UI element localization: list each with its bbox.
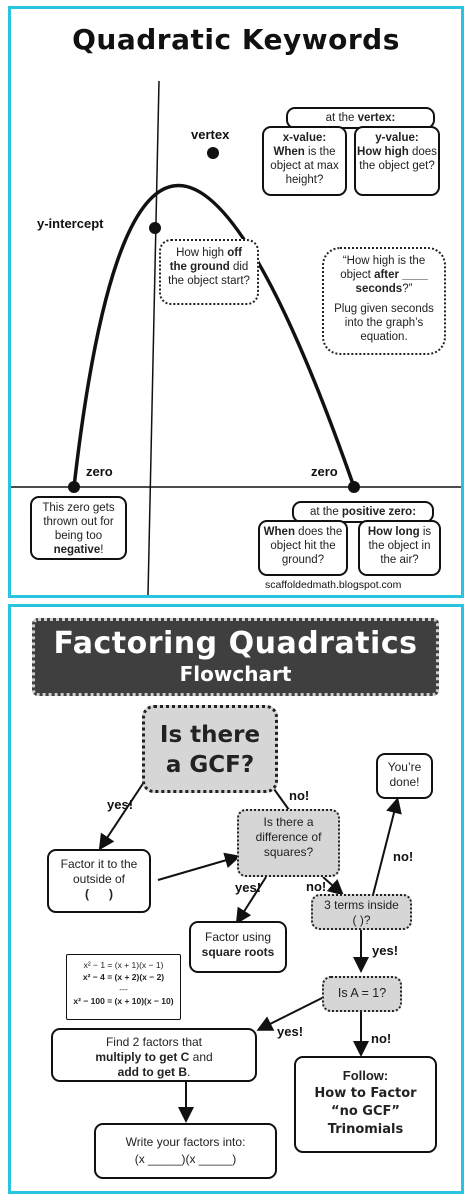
y-intercept-point <box>149 222 161 234</box>
flowchart-arrows <box>98 778 402 1123</box>
flowchart-title-line1: Factoring Quadratics <box>53 626 418 661</box>
label-yes-diff: yes! <box>235 880 262 895</box>
youre-done-box: You’re done! <box>376 753 433 799</box>
three-terms-box: 3 terms inside ( )? <box>311 894 412 930</box>
label-no-gcf: no! <box>289 788 310 803</box>
vertex-header-box: at the vertex: <box>286 107 435 129</box>
arrow-diff-no <box>322 876 344 896</box>
how-long-box: How long is the object in the air? <box>358 520 441 576</box>
factoring-flowchart-panel: Factoring Quadratics Flowchart yes! no! … <box>8 604 464 1194</box>
arrow-gcf-yes <box>98 778 147 851</box>
label-yes-gcf: yes! <box>107 797 134 812</box>
arrow-a-yes <box>256 995 327 1031</box>
examples-box: x² − 1 = (x + 1)(x − 1) x² − 4 = (x + 2)… <box>66 954 181 1020</box>
flowchart-title-line2: Flowchart <box>179 662 292 686</box>
follow-trinomials-box: Follow: How to Factor “no GCF” Trinomial… <box>294 1056 437 1153</box>
arrow-diff-yes <box>235 876 267 925</box>
zero-left-point <box>68 481 80 493</box>
vertex-label: vertex <box>191 127 230 142</box>
when-ground-box: When does the object hit the ground? <box>258 520 348 576</box>
arrow-factor-to-diff <box>157 852 241 881</box>
quadratic-keywords-title: Quadratic Keywords <box>72 23 400 56</box>
label-no-terms: no! <box>393 849 414 864</box>
quadratic-keywords-panel: Quadratic Keywords vertex y-intercept ze… <box>8 6 464 598</box>
parabola-graph <box>11 80 461 595</box>
parabola-curve <box>72 184 356 488</box>
find-factors-box: Find 2 factors that multiply to get C an… <box>51 1028 257 1082</box>
vertex-point <box>207 147 219 159</box>
label-no-a: no! <box>371 1031 392 1046</box>
label-yes-a: yes! <box>277 1024 304 1039</box>
zero-right-label: zero <box>311 464 338 479</box>
arrow-terms-no <box>372 797 402 896</box>
difference-of-squares-box: Is there a difference of squares? <box>237 809 340 877</box>
credit-text: scaffoldedmath.blogspot.com <box>265 579 402 591</box>
negative-zero-box: This zero gets thrown out for being too … <box>30 496 127 560</box>
write-factors-box: Write your factors into: (x _____)(x ___… <box>94 1123 277 1179</box>
after-seconds-box: “How high is the object after ____ secon… <box>322 247 446 355</box>
example-row: x² − 100 = (x + 10)(x − 10) <box>73 996 174 1006</box>
y-axis <box>147 80 160 595</box>
label-yes-terms: yes! <box>372 943 399 958</box>
y-value-box: y-value: How high does the object get? <box>354 126 440 196</box>
gcf-question-box: Is there a GCF? <box>142 705 278 793</box>
zero-right-point <box>348 481 360 493</box>
example-row: x² − 4 = (x + 2)(x − 2) <box>82 972 165 982</box>
y-intercept-label: y-intercept <box>37 216 104 231</box>
label-no-diff: no! <box>306 879 327 894</box>
zero-left-label: zero <box>86 464 113 479</box>
flowchart-title-banner: Factoring Quadratics Flowchart <box>32 618 439 696</box>
factor-outside-box: Factor it to the outside of ( ) <box>47 849 151 913</box>
example-row: x² − 1 = (x + 1)(x − 1) <box>83 960 164 970</box>
a-equals-1-box: Is A = 1? <box>322 976 402 1012</box>
y-intercept-question-box: How high off the ground did the object s… <box>159 239 259 305</box>
x-value-box: x-value: When is the object at max heigh… <box>262 126 347 196</box>
square-roots-box: Factor using square roots <box>189 921 287 973</box>
example-row: --- <box>119 984 128 994</box>
